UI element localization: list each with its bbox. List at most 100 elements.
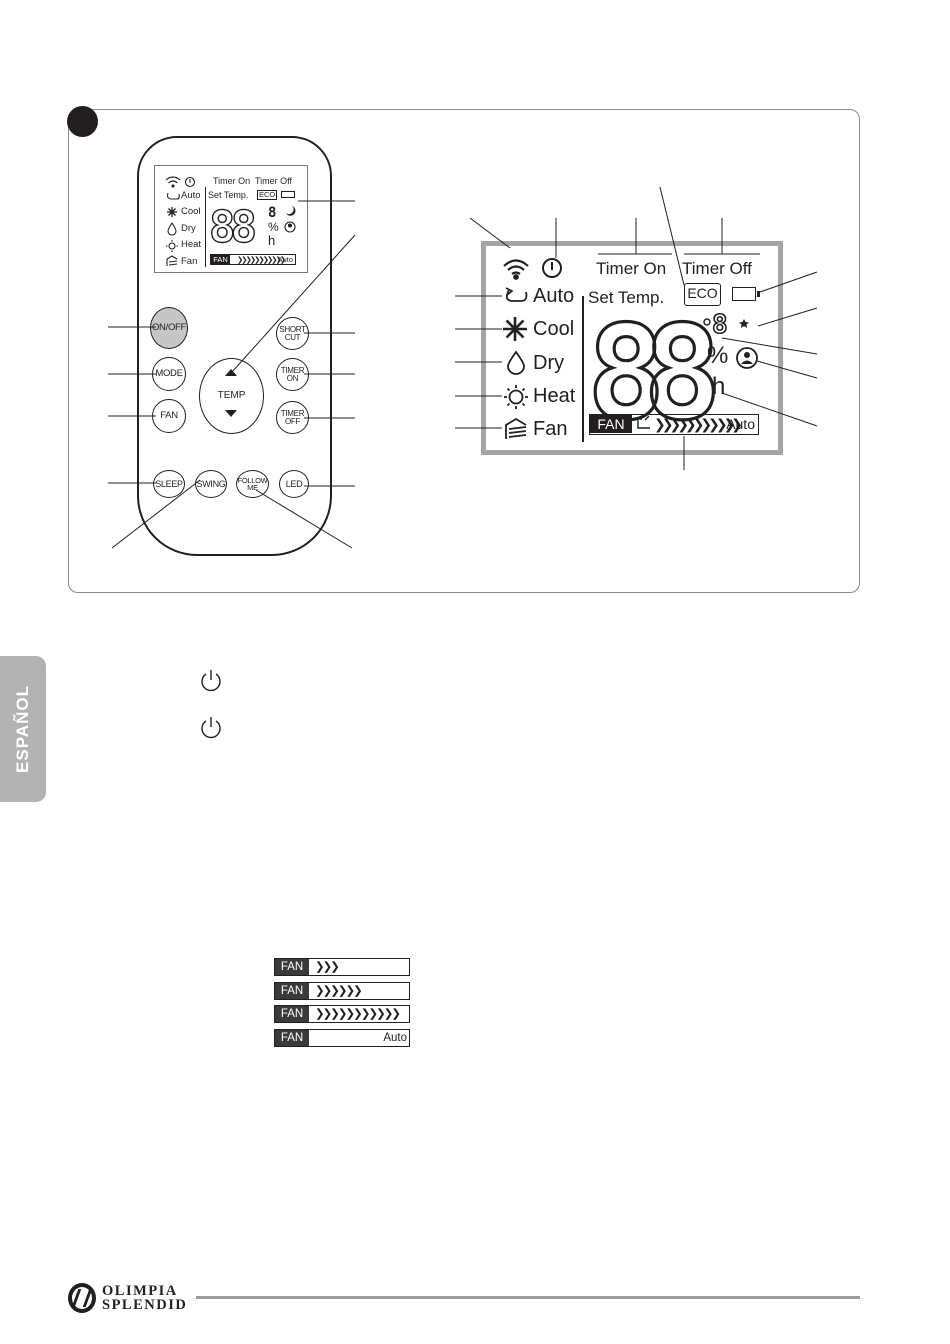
auto-mode-icon <box>505 289 528 302</box>
figure-number-dot <box>67 106 98 137</box>
humidity-percent: % <box>707 342 729 369</box>
brand-logo-mark <box>68 1283 96 1313</box>
dry-mode-label: Dry <box>533 352 565 374</box>
remote-cool-label: Cool <box>181 206 201 217</box>
timer-on-button[interactable]: TIMER ON <box>276 358 309 391</box>
timer-off-label-1: TIMER <box>280 408 305 418</box>
fan-mode-label: Fan <box>533 418 568 440</box>
remote-auto-label: Auto <box>181 190 201 201</box>
fan-level-chevrons: ❯❯❯ <box>315 961 340 973</box>
fan-speed-chevrons: ❯❯❯❯❯❯❯❯❯❯❯ <box>654 416 743 432</box>
fan-speed-bar: FAN ❯❯❯❯❯❯❯❯❯❯❯ Auto <box>589 414 759 435</box>
set-temp-label: Set Temp. <box>588 288 665 307</box>
sleep-button[interactable]: SLEEP <box>153 470 185 498</box>
fan-mode-icon <box>505 417 527 439</box>
fan-button[interactable]: FAN <box>152 399 186 433</box>
on-off-button[interactable]: ON/OFF <box>150 307 188 349</box>
remote-moon-icon <box>286 206 296 216</box>
remote-drop-icon <box>167 222 177 236</box>
fan-level-high: FAN ❯❯❯❯❯❯❯❯❯❯❯ <box>274 1005 410 1023</box>
remote-fan-auto: Auto <box>277 255 293 264</box>
power-symbol-icon <box>201 670 221 692</box>
fan-auto-label: Auto <box>726 416 755 432</box>
hour-unit: h <box>712 373 726 400</box>
fan-level-low: FAN ❯❯❯ <box>274 958 410 976</box>
drop-icon <box>507 350 525 375</box>
remote-lcd <box>154 165 308 273</box>
remote-dry-label: Dry <box>181 223 196 234</box>
fan-level-tag: FAN <box>275 1006 309 1022</box>
remote-person-icon <box>284 221 296 233</box>
temp-label: TEMP <box>217 390 246 401</box>
footer-rule <box>196 1296 860 1299</box>
fan-level-chevrons: ❯❯❯❯❯❯❯❯❯❯❯ <box>315 1008 401 1020</box>
sleep-moon-icon <box>739 318 760 338</box>
timer-on-label-2: ON <box>286 373 299 383</box>
remote-timer-off-label: Timer Off <box>255 176 293 186</box>
degree-mark-top <box>703 318 711 326</box>
fan-level-auto-label: Auto <box>383 1032 407 1044</box>
degree-mark-bottom <box>703 375 711 383</box>
eco-badge: ECO <box>684 283 721 306</box>
temp-up-icon[interactable] <box>225 369 237 376</box>
temp-down-icon[interactable] <box>225 410 237 417</box>
swing-button[interactable]: SWING <box>195 470 227 498</box>
fan-level-tag: FAN <box>275 959 309 975</box>
brand-logo: OLIMPIA SPLENDID <box>68 1283 203 1313</box>
lcd-divider <box>582 296 585 442</box>
cool-mode-label: Cool <box>533 318 575 340</box>
battery-icon <box>732 287 760 301</box>
timer-on-label: Timer On <box>596 259 667 278</box>
follow-me-person-icon <box>736 347 758 369</box>
remote-auto-icon <box>166 192 180 200</box>
remote-timer-on-label: Timer On <box>213 176 251 186</box>
timer-off-label-2: OFF <box>284 416 301 426</box>
brand-name-line1: OLIMPIA <box>102 1283 178 1299</box>
remote-eco-label: ECO <box>257 190 278 200</box>
remote-control-body <box>137 136 332 556</box>
fan-level-chevrons: ❯❯❯❯❯❯ <box>315 985 363 997</box>
remote-set-temp-label: Set Temp. <box>208 190 249 200</box>
heat-mode-label: Heat <box>533 385 576 407</box>
remote-lcd-divider <box>205 187 207 267</box>
language-side-tab <box>0 656 46 802</box>
follow-me-label-1: FOLLOW <box>237 475 268 485</box>
auto-arrow-icon <box>505 287 514 296</box>
fan-tag: FAN <box>590 415 632 433</box>
wifi-icon <box>503 259 529 280</box>
follow-me-button[interactable]: FOLLOW ME <box>236 470 269 498</box>
remote-fan-label: Fan <box>181 256 198 267</box>
sun-icon <box>504 385 528 409</box>
follow-me-label-2: ME <box>247 483 258 492</box>
auto-mode-label: Auto <box>533 285 575 307</box>
power-icon <box>542 258 562 278</box>
timer-on-label-1: TIMER <box>280 365 305 375</box>
mode-button[interactable]: MODE <box>152 357 186 391</box>
remote-percent: % <box>268 220 279 234</box>
small-digit: 8 <box>711 310 728 340</box>
temp-button[interactable] <box>199 358 264 434</box>
language-side-tab-label: ESPAÑOL <box>13 685 32 773</box>
shortcut-label-1: SHORT <box>279 324 306 334</box>
remote-fan-bar: FAN ❯❯❯❯❯❯❯❯❯❯❯ Auto <box>210 254 296 265</box>
shortcut-label-2: CUT <box>284 332 301 342</box>
remote-fan-mode-icon <box>166 255 178 266</box>
remote-heat-label: Heat <box>181 239 202 250</box>
timer-off-button[interactable]: TIMER OFF <box>276 401 309 434</box>
remote-fan-tag: FAN <box>211 255 230 264</box>
remote-fan-speed-chevrons: ❯❯❯❯❯❯❯❯❯❯❯ <box>237 255 286 264</box>
remote-sun-icon <box>166 240 178 252</box>
remote-power-icon <box>184 176 196 188</box>
brand-name-line2: SPLENDID <box>102 1297 188 1313</box>
fan-level-tag: FAN <box>275 983 309 999</box>
remote-battery-icon <box>281 191 295 198</box>
led-button[interactable]: LED <box>279 470 309 498</box>
snowflake-icon <box>503 317 527 341</box>
remote-small-digit: 8 <box>268 205 277 221</box>
fan-level-medium: FAN ❯❯❯❯❯❯ <box>274 982 410 1000</box>
fan-level-auto: FAN Auto <box>274 1029 410 1047</box>
remote-hour: h <box>268 233 276 248</box>
figure-frame <box>68 109 860 593</box>
